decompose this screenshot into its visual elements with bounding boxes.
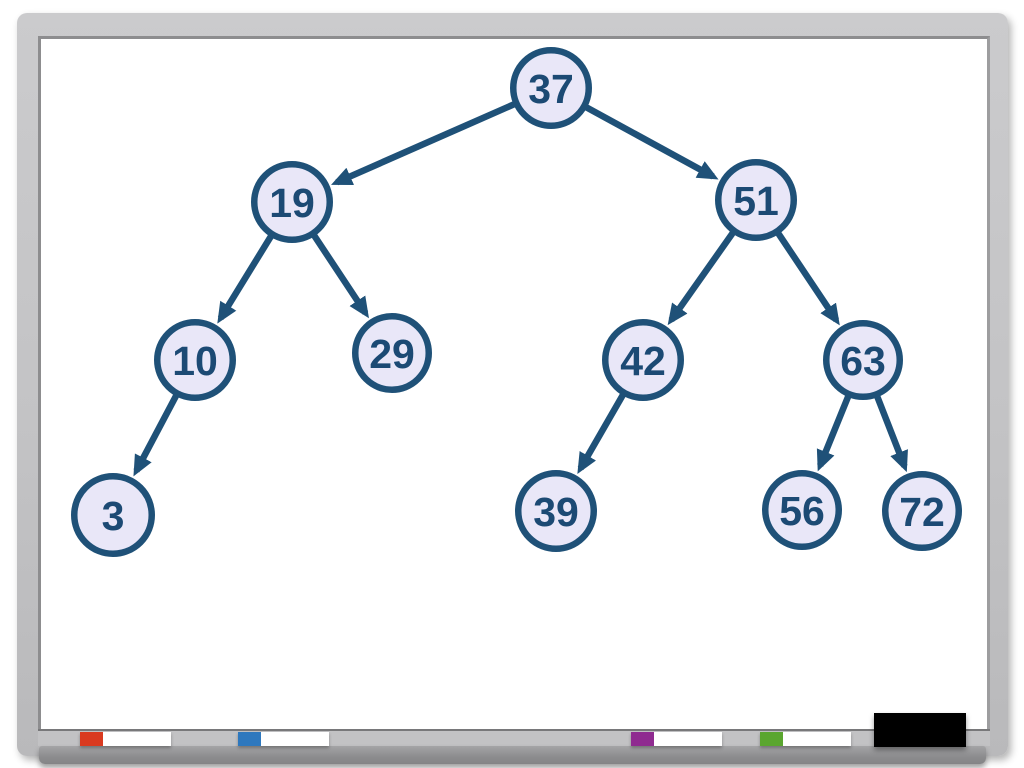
red-marker — [80, 732, 171, 746]
marker-tray — [39, 746, 986, 764]
blue-marker-tip — [238, 732, 261, 746]
red-marker-tip — [80, 732, 103, 746]
purple-marker-body — [654, 732, 722, 746]
green-marker-body — [783, 732, 851, 746]
whiteboard-surface — [38, 36, 990, 729]
green-marker-tip — [760, 732, 783, 746]
purple-marker-tip — [631, 732, 654, 746]
eraser — [874, 713, 966, 747]
green-marker — [760, 732, 851, 746]
whiteboard-frame — [17, 13, 1008, 764]
blue-marker-body — [261, 732, 329, 746]
red-marker-body — [103, 732, 171, 746]
blue-marker — [238, 732, 329, 746]
purple-marker — [631, 732, 722, 746]
